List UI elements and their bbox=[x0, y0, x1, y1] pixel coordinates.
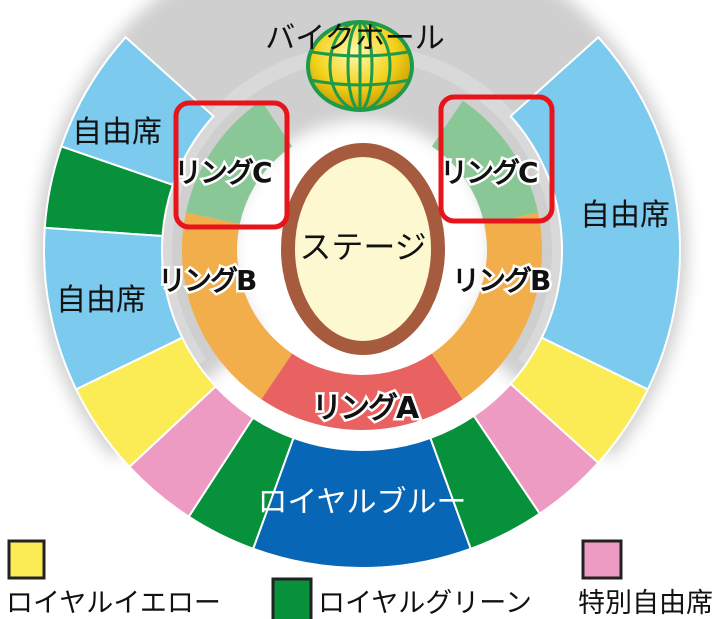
legend-label-royal-green: ロイヤルグリーン bbox=[318, 588, 532, 619]
ring-b-section-left[interactable] bbox=[182, 212, 293, 400]
legend-swatch-royal-green bbox=[271, 577, 313, 619]
ring-c-section-right[interactable] bbox=[431, 100, 539, 225]
ring-seating-band bbox=[182, 100, 543, 430]
legend-label-special: 特別自由席 bbox=[578, 588, 713, 619]
ring-a-label: リングA bbox=[312, 391, 420, 426]
free-seat-label-left-top: 自由席 bbox=[72, 115, 162, 150]
ring-c-label-left: リングC bbox=[174, 156, 271, 189]
globe-icon bbox=[306, 20, 414, 112]
ring-b-label-right: リングB bbox=[452, 264, 550, 297]
ring-b-label-left: リングB bbox=[158, 264, 256, 297]
legend-swatch-royal-yellow bbox=[7, 539, 46, 580]
royal-blue-label: ロイヤルブルー bbox=[257, 485, 466, 520]
legend-label-royal-yellow: ロイヤルイエロー bbox=[6, 588, 221, 619]
bike-hall-label: バイクホール bbox=[265, 21, 444, 56]
legend-swatch-special bbox=[581, 539, 623, 580]
free-seat-label-right: 自由席 bbox=[580, 198, 670, 233]
stage-label: ステージ bbox=[299, 228, 426, 266]
ring-b-section-right[interactable] bbox=[431, 212, 543, 400]
outer-seating-band bbox=[43, 35, 681, 569]
highlight-box-ring-c-right bbox=[438, 94, 555, 224]
ring-c-section-left[interactable] bbox=[185, 100, 293, 225]
ring-c-label-right: リングC bbox=[440, 156, 537, 189]
highlight-box-ring-c-left bbox=[173, 100, 290, 230]
stage[interactable] bbox=[295, 157, 431, 341]
ring-a-section[interactable] bbox=[261, 353, 463, 430]
free-seat-label-left-bottom: 自由席 bbox=[56, 283, 146, 318]
